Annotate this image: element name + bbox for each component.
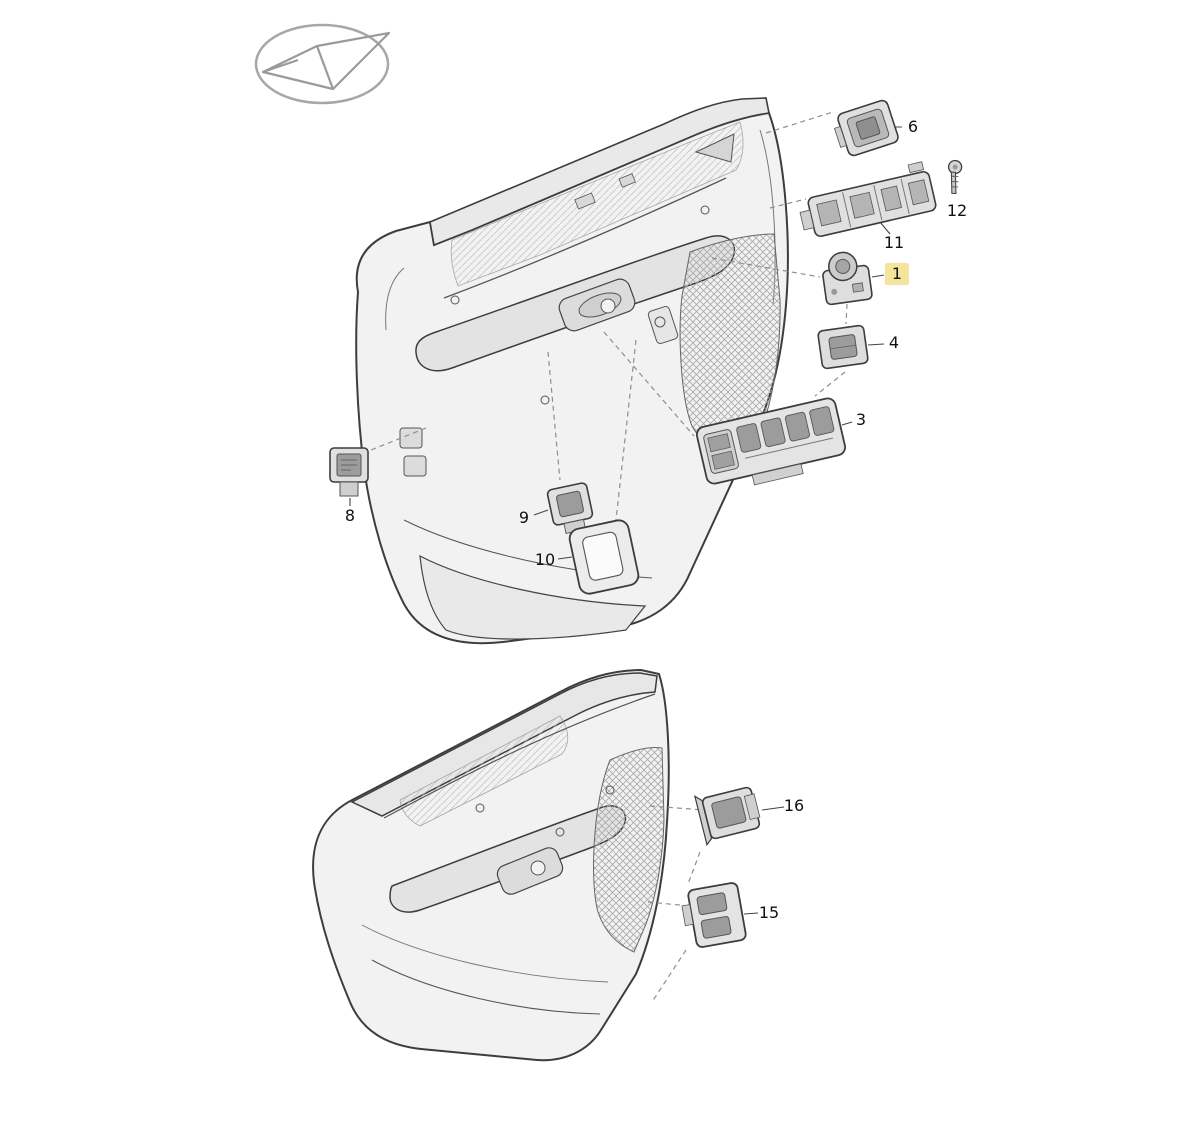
callout-16[interactable]: 16 (783, 796, 805, 815)
leader-lines-rear (647, 805, 705, 1003)
callout-12[interactable]: 12 (946, 201, 968, 220)
part-3-switch-bank[interactable] (695, 397, 849, 495)
part-12-screw[interactable] (941, 159, 966, 195)
leader-lines-front (365, 111, 848, 545)
callout-3[interactable]: 3 (855, 410, 867, 429)
part-10-trim-frame[interactable] (568, 518, 640, 595)
rear-door-illustration (312, 668, 670, 1062)
callout-8[interactable]: 8 (344, 506, 356, 525)
label-ticks-rear (743, 806, 785, 915)
part-16-switch[interactable] (693, 782, 763, 847)
callout-10[interactable]: 10 (534, 550, 556, 569)
brand-logo-icon (254, 23, 391, 105)
part-8-switch[interactable] (329, 447, 369, 497)
part-9-switch[interactable] (546, 482, 596, 535)
callout-6[interactable]: 6 (907, 117, 919, 136)
callout-1[interactable]: 1 (884, 263, 910, 285)
part-4-window-switch[interactable] (817, 324, 869, 370)
front-door-illustration (355, 97, 789, 645)
callout-4[interactable]: 4 (888, 333, 900, 352)
callout-9[interactable]: 9 (518, 508, 530, 527)
part-15-switch-unit[interactable] (679, 882, 747, 949)
part-1-mirror-switch[interactable] (820, 249, 873, 306)
callout-15[interactable]: 15 (758, 903, 780, 922)
callout-11[interactable]: 11 (883, 233, 905, 252)
part-6-switch[interactable] (831, 99, 900, 159)
part-11-switch-strip[interactable] (795, 161, 937, 240)
